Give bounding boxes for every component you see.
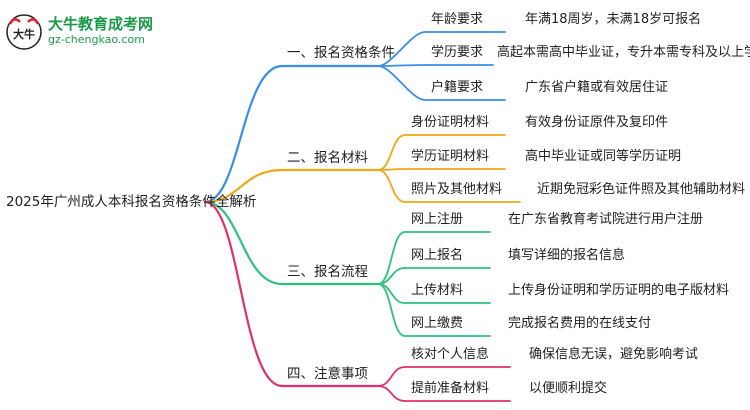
branch-2-leaf-3-connector xyxy=(377,169,406,203)
branch-1-leaf-2-connector xyxy=(377,64,426,67)
branch-3-item-2-value: 填写详细的报名信息 xyxy=(508,248,626,263)
branch-4-label: 四、注意事项 xyxy=(287,366,368,382)
branch-2-item-1-value: 有效身份证原件及复印件 xyxy=(525,115,669,130)
branch-3-item-2-key: 网上报名 xyxy=(411,248,464,263)
branch-4-item-2-key: 提前准备材料 xyxy=(411,381,490,396)
branch-3-item-1-key: 网上注册 xyxy=(411,212,464,227)
branch-2-leaf-1-connector xyxy=(377,134,406,171)
branch-4-leaf-2-connector xyxy=(377,385,406,402)
branch-1-label: 一、报名资格条件 xyxy=(287,45,395,61)
branch-1-connector xyxy=(203,64,284,204)
branch-3-item-3-value: 上传身份证明和学历证明的电子版材料 xyxy=(508,283,730,298)
branch-3-item-4-key: 网上缴费 xyxy=(411,316,464,331)
branch-3-item-4-value: 完成报名费用的在线支付 xyxy=(508,316,652,331)
branch-2-item-2-value: 高中毕业证或同等学历证明 xyxy=(525,149,682,164)
branch-2-connector xyxy=(203,168,284,204)
branch-3-connector xyxy=(203,200,284,286)
branch-2-item-1-key: 身份证明材料 xyxy=(411,115,490,130)
branch-2-leaf-2-connector xyxy=(377,168,406,171)
logo-url: gz-chengkao.com xyxy=(48,33,145,46)
bull-logo-icon: 大牛 xyxy=(6,14,42,50)
branch-2-item-3-key: 照片及其他材料 xyxy=(411,182,503,197)
branch-2-item-3-value: 近期免冠彩色证件照及其他辅助材料 xyxy=(537,182,746,197)
branch-1-leaf-1-connector xyxy=(377,31,426,67)
branch-3-leaf-4-connector xyxy=(377,283,406,337)
branch-1-item-2-value: 高起本需高中毕业证，专升本需专科及以上学历 xyxy=(497,45,750,60)
branch-4-item-1-value: 确保信息无误，避免影响考试 xyxy=(529,347,699,362)
branch-1-leaf-3-connector xyxy=(377,65,426,101)
branch-1-item-1-key: 年龄要求 xyxy=(431,12,484,27)
logo-title: 大牛教育成考网 xyxy=(48,15,154,33)
logo-mark-text: 大牛 xyxy=(13,27,35,41)
root-topic: 2025年广州成人本科报名资格条件全解析 xyxy=(6,194,257,210)
branch-1-item-2-key: 学历要求 xyxy=(431,45,484,60)
branch-1-item-3-value: 广东省户籍或有效居住证 xyxy=(525,80,669,95)
branch-3-label: 三、报名流程 xyxy=(287,264,368,280)
branch-4-item-2-value: 以便顺利提交 xyxy=(529,381,608,396)
branch-1-item-3-key: 户籍要求 xyxy=(431,80,484,95)
branch-3-item-3-key: 上传材料 xyxy=(411,283,464,298)
branch-4-leaf-1-connector xyxy=(377,366,406,387)
branch-4-item-1-key: 核对个人信息 xyxy=(411,347,490,362)
branch-3-leaf-1-connector xyxy=(377,231,406,285)
branch-2-item-2-key: 学历证明材料 xyxy=(411,149,490,164)
branch-2-label: 二、报名材料 xyxy=(287,150,368,166)
branch-3-item-1-value: 在广东省教育考试院进行用户注册 xyxy=(508,212,704,227)
branch-4-connector xyxy=(203,200,284,388)
branch-1-item-1-value: 年满18周岁，未满18岁可报名 xyxy=(525,12,702,27)
site-logo: 大牛 大牛教育成考网 gz-chengkao.com xyxy=(4,12,164,52)
